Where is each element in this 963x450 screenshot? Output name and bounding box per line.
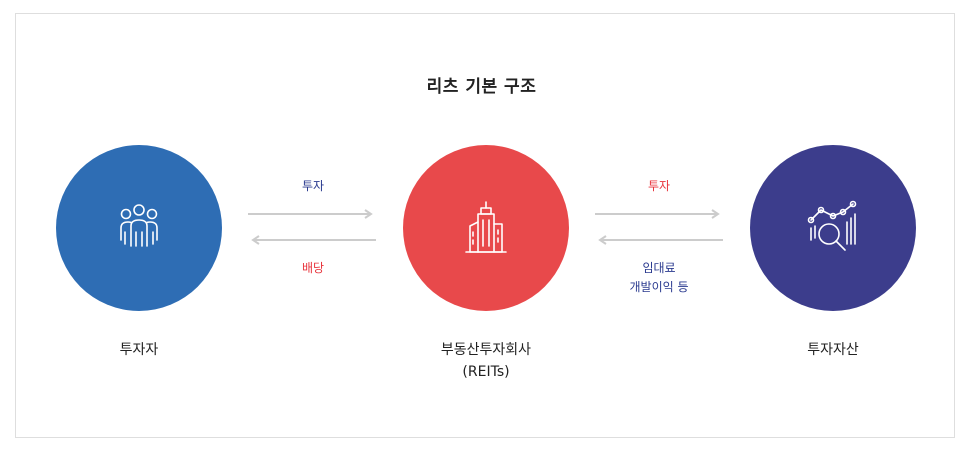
flow-label-rent: 임대료 (642, 261, 676, 275)
people-icon (120, 204, 158, 247)
investor-circle (56, 145, 222, 311)
analytics-icon (807, 200, 857, 251)
arrow-right-reits-to-asset (595, 209, 720, 219)
diagram-title: 리츠 기본 구조 (426, 77, 537, 97)
flow-label-development: 개발이익 등 (629, 280, 689, 294)
flow-label-invest-right: 투자 (647, 179, 671, 193)
arrow-left-asset-to-reits (598, 235, 723, 245)
flow-label-invest-left: 투자 (301, 179, 325, 193)
reits-circle (403, 145, 569, 311)
investor-label: 투자자 (119, 342, 159, 358)
arrow-right-investor-to-reits (248, 209, 373, 219)
asset-circle (750, 145, 916, 311)
flow-label-rent-group: 임대료 개발이익 등 (589, 259, 729, 297)
flow-label-dividend: 배당 (301, 261, 325, 275)
reits-sublabel: (REITs) (462, 364, 510, 380)
buildings-icon (465, 201, 507, 253)
reits-label-group: 부동산투자회사 (REITs) (386, 339, 586, 383)
arrow-left-reits-to-investor (251, 235, 376, 245)
asset-label: 투자자산 (807, 342, 859, 358)
reits-label: 부동산투자회사 (440, 342, 532, 358)
